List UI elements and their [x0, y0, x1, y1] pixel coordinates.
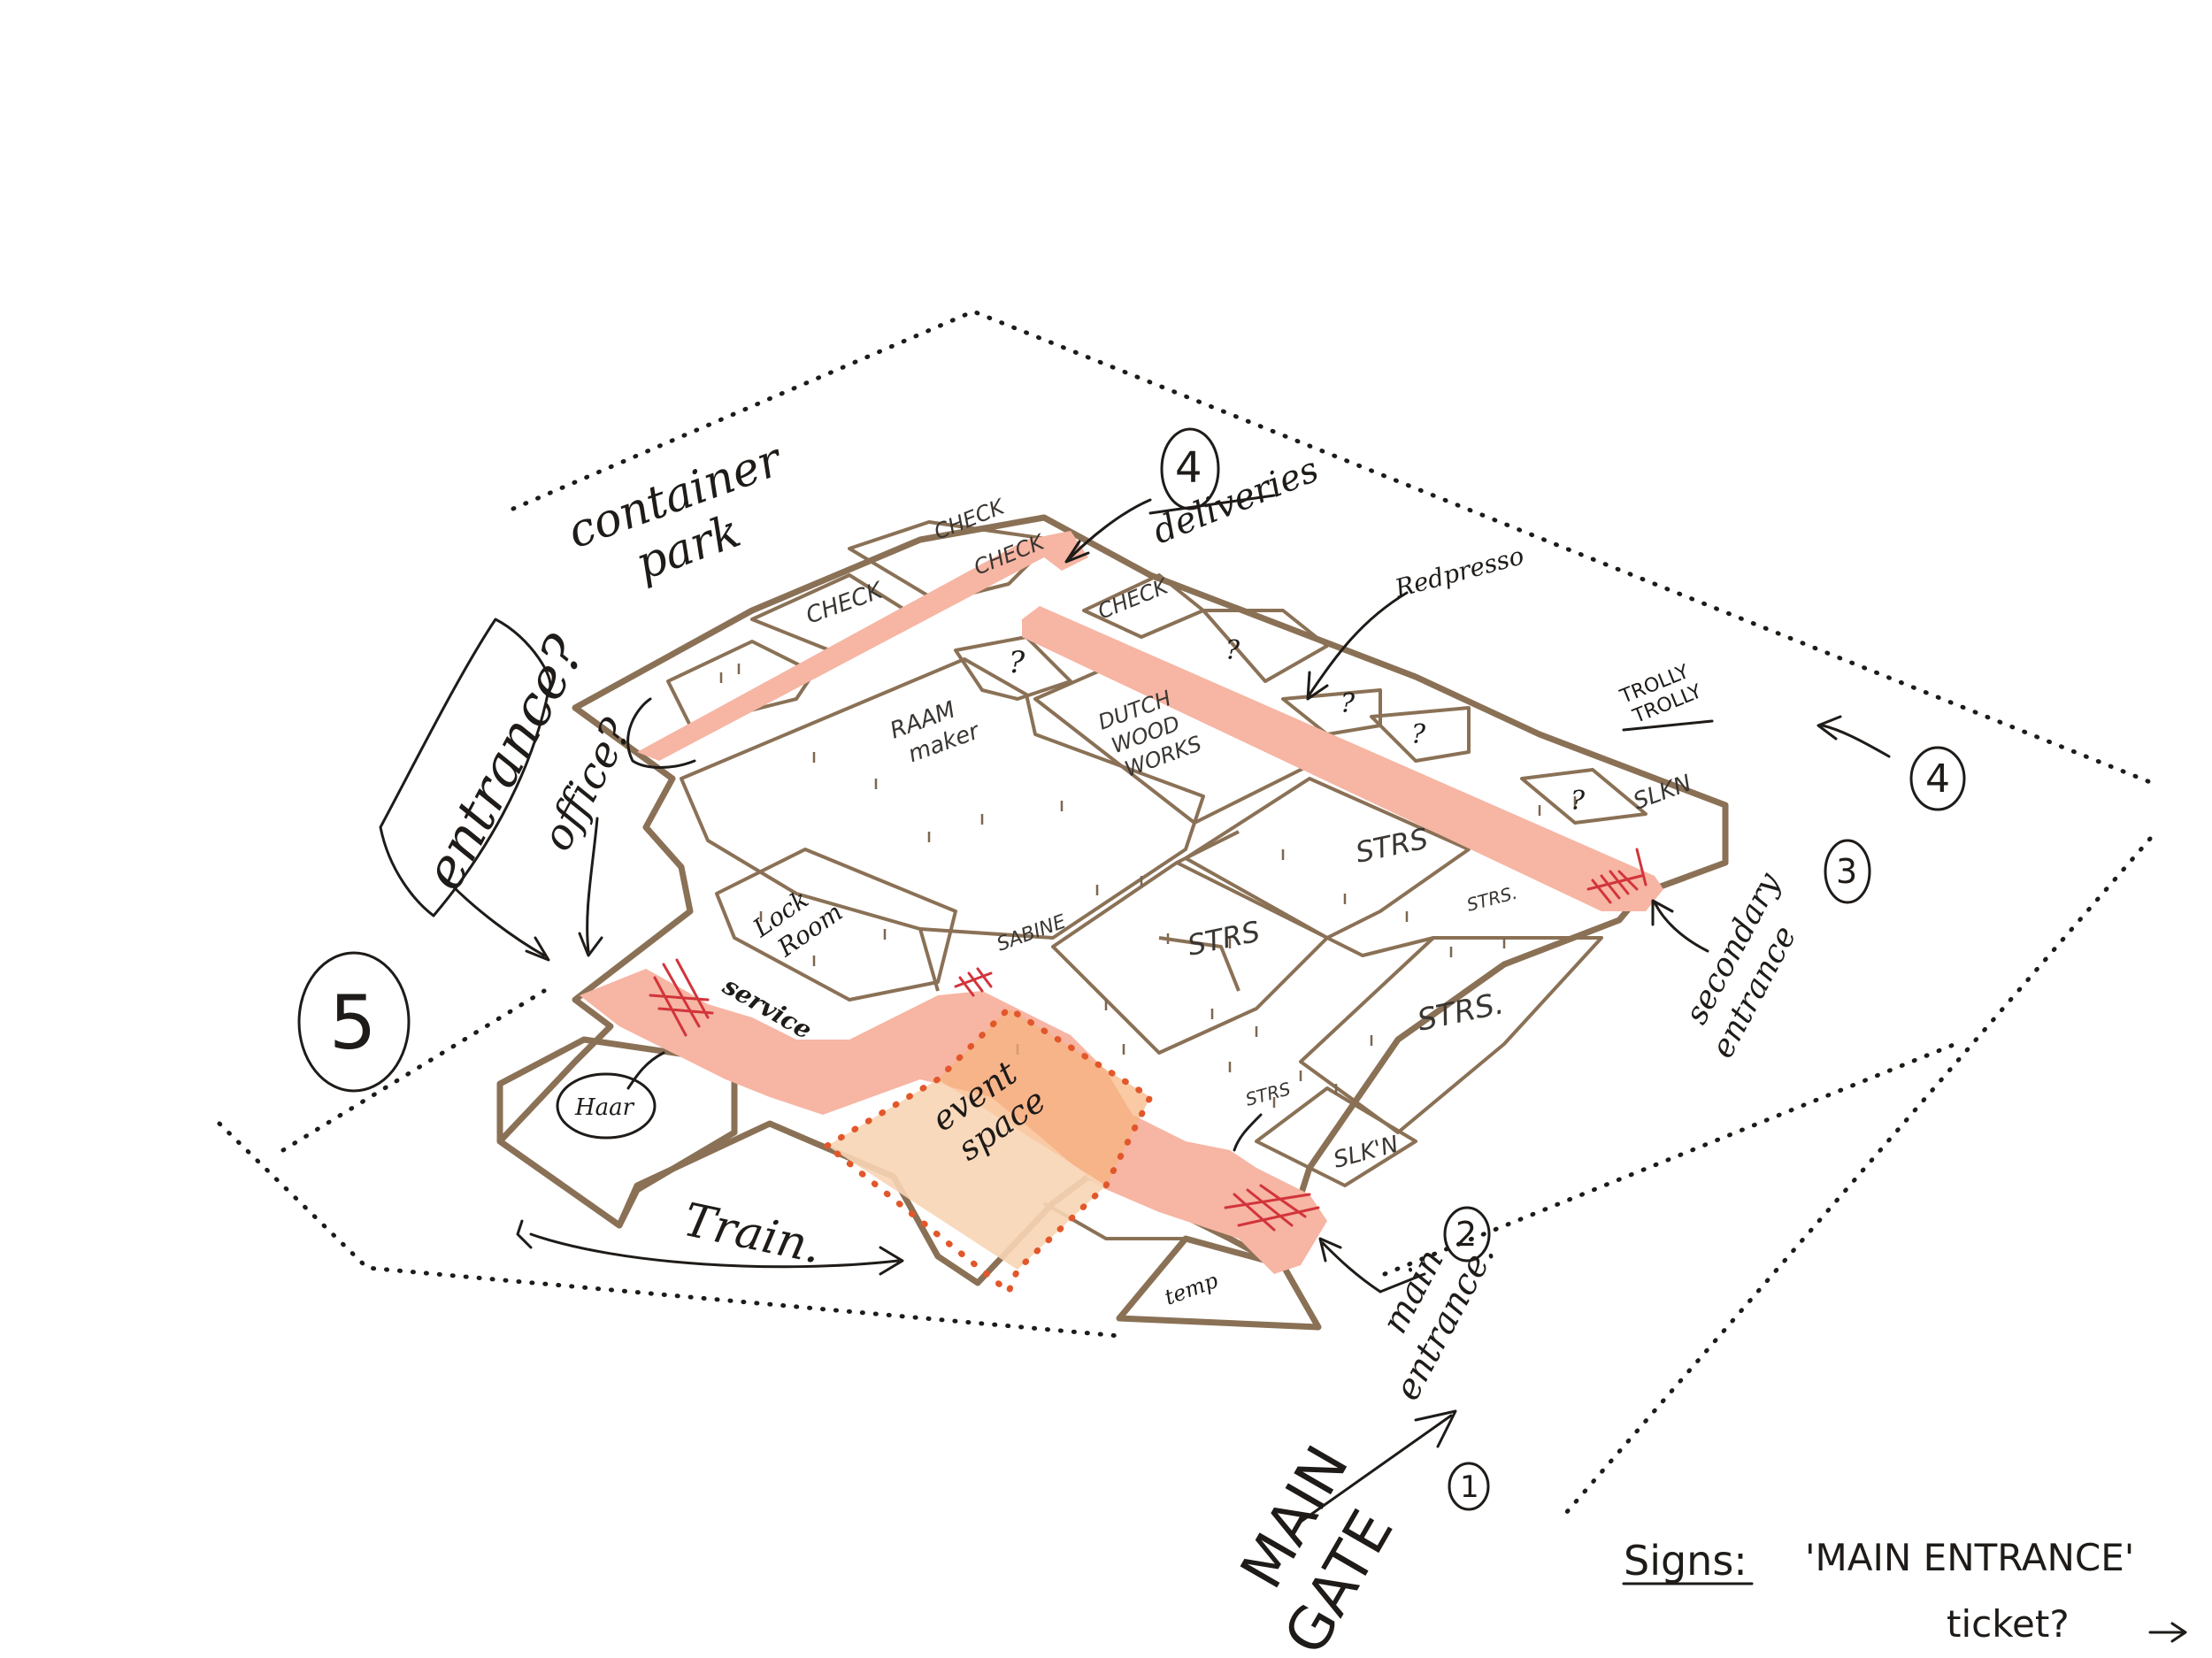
circle-5	[297, 951, 411, 1093]
arrow-main-entrance	[1318, 1237, 1382, 1293]
arrow-area4-right	[1816, 715, 1891, 758]
arrow-secondary	[1651, 899, 1709, 953]
corridor-west	[580, 969, 1327, 1274]
entrance-hatch-sabine	[954, 967, 993, 997]
label-strs-3: STRS.	[1415, 986, 1508, 1039]
room-q-center	[954, 635, 1072, 701]
number-2: 2	[1455, 1215, 1477, 1254]
corridor-east	[1022, 606, 1663, 911]
label-entrance-q: entrance?	[411, 625, 598, 900]
label-check-1: CHECK	[931, 494, 1010, 545]
label-strs-1: STRS	[1353, 822, 1432, 870]
room-haar	[496, 1036, 738, 1229]
number-4-right: 4	[1925, 756, 1950, 802]
entrance-hatch-main	[1224, 1184, 1320, 1232]
label-q-small-2: ?	[1411, 719, 1426, 750]
circle-2	[1443, 1206, 1491, 1263]
label-check-4: CHECK	[1094, 573, 1173, 625]
circle-4-right	[1909, 746, 1966, 811]
label-q-center: ?	[1009, 645, 1025, 680]
building-plan	[496, 514, 1729, 1331]
label-signs-text-2: ticket?	[1947, 1602, 2070, 1646]
arrow-office-hook	[626, 697, 696, 769]
circle-1	[1448, 1462, 1490, 1511]
label-slkn-top: SLKN	[1630, 770, 1695, 815]
annotations	[297, 427, 2187, 1643]
hall-strs-lower	[1299, 936, 1603, 1134]
entrance-bubble	[379, 618, 552, 917]
underline-trolly	[1622, 719, 1714, 732]
label-strs-2: STRS	[1185, 915, 1263, 963]
arrow-haar	[626, 1051, 665, 1090]
room-top-left	[666, 640, 816, 727]
entrance-hatch-service	[649, 958, 714, 1037]
label-redpresso: Redpresso	[1391, 541, 1526, 603]
number-3: 3	[1836, 852, 1857, 891]
arrow-signs	[2148, 1622, 2187, 1643]
label-raam-maker: RAAM maker	[887, 691, 985, 771]
arrow-office	[578, 817, 603, 957]
underline-deliveries	[1148, 494, 1276, 515]
room-q-small-2	[1370, 706, 1471, 763]
arrow-gate	[1299, 1409, 1457, 1524]
arrow-entrance-to-service	[449, 883, 550, 962]
label-container-park: container park	[561, 428, 820, 609]
columns	[719, 664, 1577, 1108]
number-1: 1	[1460, 1470, 1479, 1505]
room-q-top	[1202, 609, 1329, 683]
room-q-right	[1520, 768, 1647, 825]
room-slkn-bottom	[1255, 1086, 1417, 1187]
room-lock-room	[715, 848, 957, 1002]
underline-main	[1379, 1272, 1426, 1293]
label-signs-caption: Signs:	[1624, 1537, 1747, 1585]
corridor-north	[637, 531, 1088, 761]
label-temp: temp	[1161, 1268, 1221, 1310]
circle-3	[1824, 839, 1871, 904]
event-space-orange	[938, 1009, 1150, 1186]
event-space-outline	[824, 1004, 1155, 1297]
hall-strs-middle	[1051, 861, 1329, 1055]
label-secondary-entrance: secondary entrance	[1670, 858, 1827, 1064]
label-main-gate: MAIN GATE	[1210, 1418, 1432, 1658]
label-signs-text: 'MAIN ENTRANCE'	[1805, 1536, 2134, 1579]
site-boundary	[217, 309, 2162, 1516]
number-4-top: 4	[1175, 443, 1202, 493]
arrow-redpresso	[1306, 591, 1409, 701]
arrow-train	[516, 1219, 904, 1276]
event-space-fill	[827, 1079, 1106, 1270]
label-slkn-bottom: SLK'N	[1331, 1131, 1402, 1173]
hall-dutch-wood-works	[1033, 666, 1320, 825]
label-main-entrance: main entrance.	[1349, 1217, 1503, 1408]
label-strs-5: STRS	[1243, 1078, 1293, 1110]
hall-raam-maker	[680, 657, 1205, 940]
label-trolly-trolly: TROLLY TROLLY	[1617, 658, 1707, 730]
label-haar: Haar	[574, 1094, 635, 1121]
number-5: 5	[329, 979, 376, 1066]
label-q-top: ?	[1225, 635, 1240, 666]
label-q-right: ?	[1571, 786, 1586, 817]
arrow-deliveries	[1064, 498, 1152, 564]
event-space	[824, 1004, 1155, 1297]
label-q-small-1: ?	[1340, 688, 1356, 719]
label-train: Train.	[679, 1194, 826, 1274]
entrance-hatch-secondary	[1586, 848, 1647, 904]
circle-haar	[556, 1072, 657, 1140]
arrow-strs-small	[1233, 1113, 1263, 1152]
label-strs-4: STRS.	[1464, 882, 1519, 916]
